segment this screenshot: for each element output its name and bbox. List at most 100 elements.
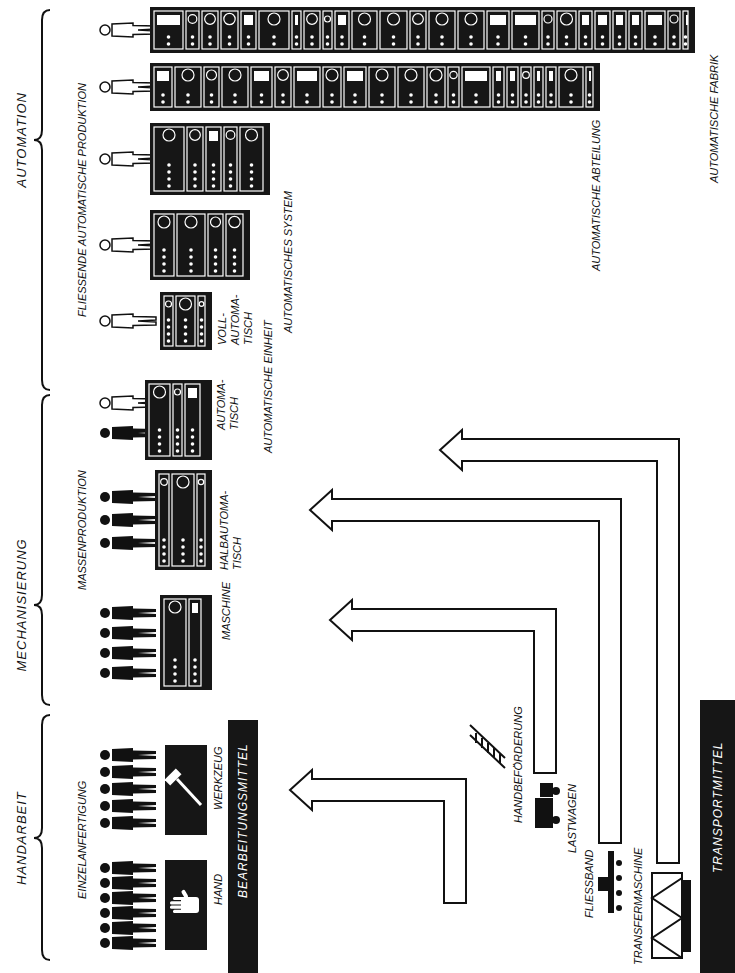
conveyor-roller (616, 905, 622, 911)
machine-knob (184, 325, 188, 329)
machine-panel (512, 11, 539, 49)
machine-knob (588, 93, 592, 97)
machine-knob (186, 100, 190, 104)
machine-dial (465, 13, 477, 25)
machine-knob (161, 100, 165, 104)
machine-knob (247, 42, 251, 46)
machine-panel (221, 11, 238, 49)
worker-figure (100, 876, 156, 890)
machine-knob (601, 35, 605, 39)
machine-knob (326, 42, 330, 46)
machine-knob (199, 559, 203, 563)
machine-knob (380, 100, 384, 104)
machine-knob (199, 538, 203, 542)
machine-drawing (165, 860, 207, 950)
machine-knob (511, 100, 515, 104)
machine-knob (228, 42, 232, 46)
machine-panel (164, 296, 173, 346)
conveyor-roller (616, 860, 622, 866)
machine-knob (409, 100, 413, 104)
machine-block (510, 71, 515, 81)
machine-label: VOLL- AUTOMA- TISCH (216, 294, 255, 345)
machine-knob (193, 679, 197, 683)
machine-label: MASCHINE (220, 582, 233, 640)
machine-knob (233, 255, 237, 259)
machine-panel (429, 11, 455, 49)
machine-panel (176, 296, 195, 346)
machine-knob (440, 42, 444, 46)
worker-figure (100, 513, 156, 527)
machine-panel (683, 11, 688, 49)
ladder-icon (470, 725, 505, 768)
machine-panel (224, 127, 237, 191)
machine-knob (250, 170, 254, 174)
hollow-arrow (440, 430, 679, 863)
machine-knob (181, 559, 185, 563)
machine-knob (189, 269, 193, 273)
machine-label: AUTOMATISCHE FABRIK (708, 55, 721, 183)
machine-knob (653, 35, 657, 39)
machine-block (347, 71, 363, 81)
machine-knob (281, 93, 285, 97)
machine-panel (294, 67, 320, 107)
machine-block (209, 131, 218, 141)
machine-block (157, 71, 169, 81)
machine-knob (272, 42, 276, 46)
machine-knob (162, 269, 166, 273)
bracket (34, 715, 50, 960)
machine-panel (292, 11, 301, 49)
machine-knob (569, 93, 573, 97)
machine-knob (200, 318, 204, 322)
machine-panel (149, 384, 170, 456)
section-heading: MECHANISIERUNG (14, 538, 29, 671)
machine-panel (154, 11, 183, 49)
section-subheading: MASSENPRODUKTION (76, 470, 89, 590)
machine-knob (191, 35, 195, 39)
machine-label: HALBAUTOMA- TISCH (218, 491, 244, 570)
machine-panel (448, 67, 459, 107)
machine-block (465, 71, 487, 81)
machine-panel (240, 127, 263, 191)
machine-knob (634, 42, 638, 46)
machine-dial (199, 302, 204, 307)
machine-panel (159, 474, 169, 566)
machine-block (254, 71, 269, 81)
machine-block (537, 71, 540, 81)
machine-knob (440, 35, 444, 39)
machine-knob (233, 269, 237, 273)
machine-knob (167, 35, 171, 39)
machine-panel (172, 474, 194, 566)
machine-knob (167, 42, 171, 46)
machine-panel (177, 214, 205, 276)
machine-knob (184, 332, 188, 336)
machine-dial (198, 479, 203, 484)
machine-knob (330, 93, 334, 97)
machine-knob (363, 42, 367, 46)
machine-knob (214, 269, 218, 273)
hand-finger (173, 897, 186, 900)
transport-label: HANDBEFÖRDERUNG (512, 706, 525, 823)
machine-knob (684, 35, 688, 39)
worker-figure (100, 765, 156, 779)
truck-wheel (552, 816, 560, 824)
machine-knob (158, 435, 162, 439)
machine-dial (388, 13, 400, 25)
machine-dial (169, 601, 181, 613)
machine-panel (507, 67, 518, 107)
machine-knob (193, 170, 197, 174)
machine-knob (173, 665, 177, 669)
machine-dial (436, 13, 448, 25)
machine-dial (188, 15, 197, 24)
machine-knob (310, 35, 314, 39)
machine-panel (154, 127, 184, 191)
machine-panel (187, 127, 203, 191)
supervisor-figure (100, 238, 156, 252)
machine-label: HAND (212, 874, 225, 905)
worker-figure (100, 816, 156, 830)
machine-knob (247, 35, 251, 39)
machine-panel (352, 11, 377, 49)
band-title: BEARBEITUNGSMITTEL (236, 743, 250, 898)
hand-finger (170, 901, 183, 904)
machine-dial (565, 69, 577, 81)
